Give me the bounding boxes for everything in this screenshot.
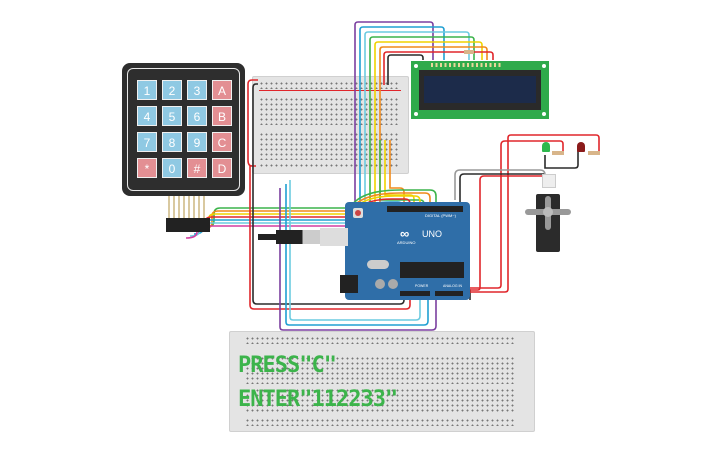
led-green — [542, 142, 550, 152]
keypad[interactable]: 1 2 3 A 4 5 6 B 7 8 9 C * 0 # D — [122, 63, 245, 196]
led-red — [577, 142, 585, 152]
key-6[interactable]: 6 — [187, 106, 207, 126]
usb-port — [320, 228, 348, 246]
key-1[interactable]: 1 — [137, 80, 157, 100]
digital-label: DIGITAL (PWM~) — [425, 213, 456, 218]
key-7[interactable]: 7 — [137, 132, 157, 152]
servo-connector — [542, 174, 556, 188]
key-5[interactable]: 5 — [162, 106, 182, 126]
key-star[interactable]: * — [137, 158, 157, 178]
crystal — [367, 260, 389, 269]
wire-red-lcd — [383, 51, 494, 85]
key-9[interactable]: 9 — [187, 132, 207, 152]
keypad-header — [166, 218, 210, 232]
analog-header — [435, 291, 463, 296]
key-d[interactable]: D — [212, 158, 232, 178]
lcd-display — [411, 61, 549, 119]
analog-label: ANALOG IN — [443, 284, 463, 288]
key-2[interactable]: 2 — [162, 80, 182, 100]
model-label: UNO — [422, 229, 442, 239]
usb-plug-tip — [258, 234, 276, 240]
digital-header — [387, 206, 463, 212]
annotation-line-1: PRESS"C" — [238, 353, 337, 378]
reset-button[interactable] — [353, 208, 363, 218]
capacitor — [388, 279, 398, 289]
wire-blue-lcd — [359, 26, 445, 210]
key-4[interactable]: 4 — [137, 106, 157, 126]
key-3[interactable]: 3 — [187, 80, 207, 100]
key-c[interactable]: C — [212, 132, 232, 152]
key-0[interactable]: 0 — [162, 158, 182, 178]
wire-yellow-lcd — [374, 41, 483, 210]
power-header — [400, 291, 430, 296]
wire-purple-lcd — [354, 21, 434, 210]
key-hash[interactable]: # — [187, 158, 207, 178]
chip — [400, 262, 464, 278]
power-jack — [340, 275, 358, 293]
arduino-uno: DIGITAL (PWM~) ∞ ARDUINO UNO POWER ANALO… — [345, 202, 470, 300]
wire-green-lcd — [369, 36, 475, 210]
lcd-pins — [431, 63, 501, 67]
wire-red-left — [247, 79, 411, 310]
wire-black-lcd — [387, 54, 424, 85]
breadboard-large: PRESS"C" ENTER"112233" — [229, 331, 535, 432]
arduino-logo-icon: ∞ — [400, 226, 410, 241]
wire-orange-lcd — [379, 46, 488, 210]
key-a[interactable]: A — [212, 80, 232, 100]
brand-label: ARDUINO — [397, 240, 416, 245]
lcd-screen — [424, 76, 536, 103]
wire-cyan-lcd — [364, 31, 470, 210]
usb-cable — [276, 230, 320, 244]
key-b[interactable]: B — [212, 106, 232, 126]
annotation-line-2: ENTER"112233" — [238, 387, 398, 412]
wire-black-left — [252, 83, 405, 305]
servo-hub — [543, 207, 553, 217]
capacitor — [375, 279, 385, 289]
keypad-ribbon — [168, 196, 208, 218]
power-label: POWER — [415, 284, 429, 288]
key-8[interactable]: 8 — [162, 132, 182, 152]
